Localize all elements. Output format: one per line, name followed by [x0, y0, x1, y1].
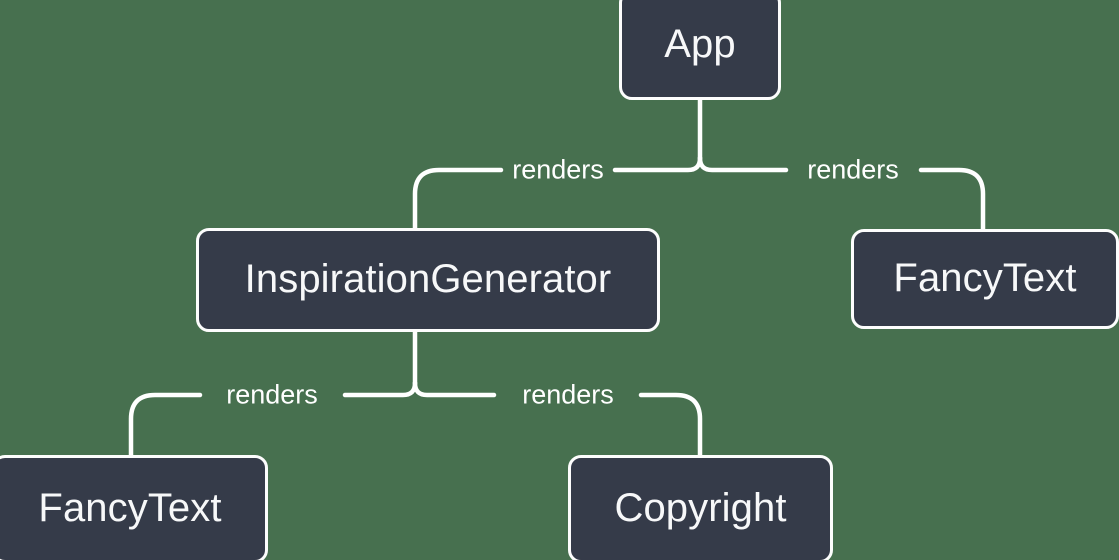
edge-inspiration-to-copyright — [412, 380, 497, 398]
node-app-label: App — [664, 22, 736, 66]
edge-label-inspirationgenerator-renders-fancytext: renders — [226, 379, 318, 410]
edge-inspiration-to-copyright-right — [638, 392, 703, 458]
edge-inspiration-to-fancytext — [342, 380, 418, 398]
edge-app-to-fancytext-right — [918, 167, 986, 232]
edge-label-app-renders-inspirationgenerator: renders — [512, 154, 604, 185]
node-fancytext-bottom[interactable]: FancyText — [0, 455, 268, 560]
node-copyright-label: Copyright — [614, 486, 787, 530]
node-fancytext-right[interactable]: FancyText — [851, 229, 1119, 329]
edge-app-to-inspiration — [612, 155, 703, 173]
edge-app-to-fancytext — [697, 155, 789, 173]
node-fancytext-bottom-label: FancyText — [38, 486, 222, 530]
edge-label-app-renders-fancytext: renders — [807, 154, 899, 185]
node-inspirationgenerator-label: InspirationGenerator — [244, 257, 612, 301]
node-copyright[interactable]: Copyright — [568, 455, 833, 560]
node-fancytext-right-label: FancyText — [893, 256, 1077, 300]
edge-inspiration-to-fancytext-left — [128, 392, 203, 458]
edge-app-to-inspiration-left — [412, 167, 504, 231]
node-app[interactable]: App — [619, 0, 781, 100]
edge-label-inspirationgenerator-renders-copyright: renders — [522, 379, 614, 410]
node-inspirationgenerator[interactable]: InspirationGenerator — [196, 228, 660, 332]
